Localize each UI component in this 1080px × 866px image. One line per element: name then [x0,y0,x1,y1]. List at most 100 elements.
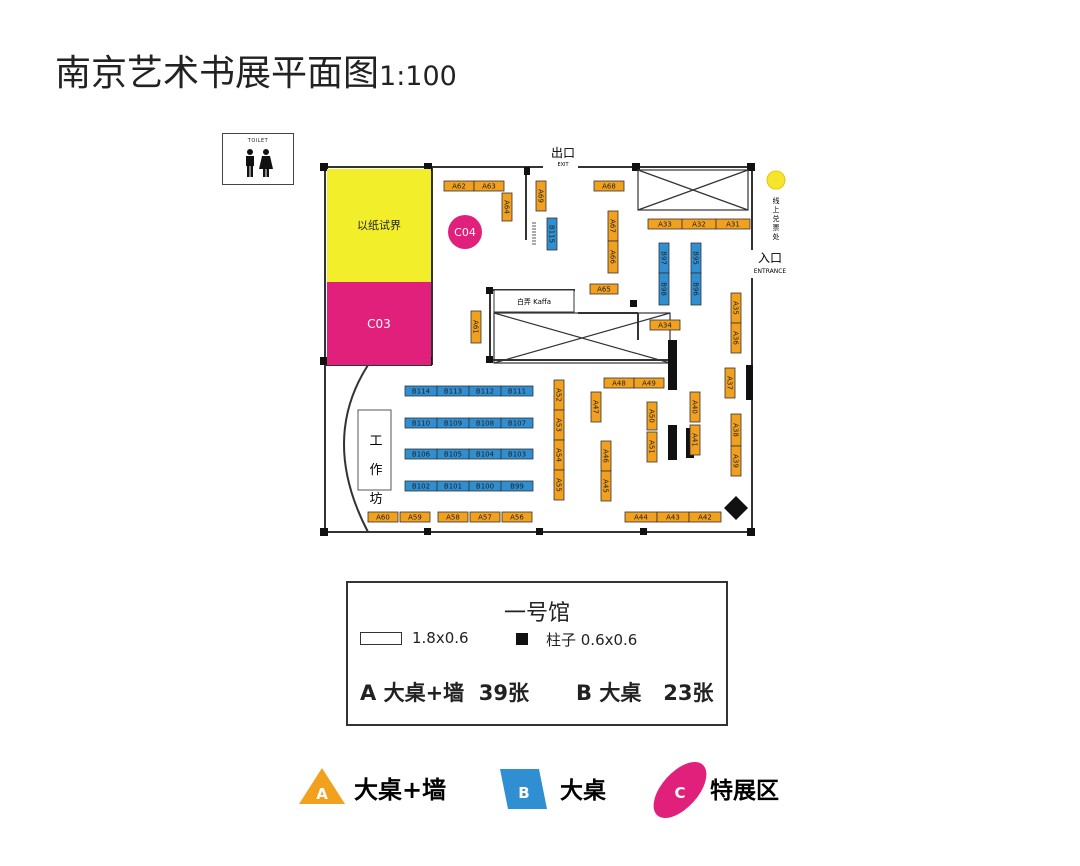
booth-A64[interactable]: A64 [501,192,513,222]
booth-B115[interactable]: B115 [546,217,558,251]
entrance-en-label: ENTRANCE [754,268,787,275]
booth-B102[interactable]: B102 [404,480,438,492]
booth-label: A38 [732,423,740,437]
cafe-label: 白弄 Kaffa [517,297,551,306]
booth-B95[interactable]: B95 [690,242,702,274]
booth-A46[interactable]: A46 [600,440,612,472]
booth-A32[interactable]: A32 [681,218,717,230]
booth-A59[interactable]: A59 [399,511,431,523]
booth-B100[interactable]: B100 [468,480,502,492]
booth-A48[interactable]: A48 [603,377,635,389]
booth-A61[interactable]: A61 [470,310,482,344]
booth-label: B104 [476,451,495,459]
booth-B110[interactable]: B110 [404,417,438,429]
booth-B101[interactable]: B101 [436,480,470,492]
restroom-icon [246,149,273,177]
booth-A57[interactable]: A57 [469,511,501,523]
booth-A60[interactable]: A60 [367,511,399,523]
booth-A35[interactable]: A35 [730,292,742,324]
booth-A38[interactable]: A38 [730,413,742,447]
title-text: 南京艺术书展平面图 [55,53,380,94]
booth-label: A49 [642,380,656,388]
booth-B114[interactable]: B114 [404,385,438,397]
zone-c03-label: C03 [367,317,391,331]
booth-B96[interactable]: B96 [690,272,702,306]
booth-label: A61 [472,320,480,334]
booth-B109[interactable]: B109 [436,417,470,429]
booth-B112[interactable]: B112 [468,385,502,397]
booth-A63[interactable]: A63 [473,180,505,192]
zone-yizhi [327,169,431,282]
booth-A45[interactable]: A45 [600,470,612,502]
booth-B103[interactable]: B103 [500,448,534,460]
booth-A67[interactable]: A67 [607,210,619,242]
booth-A68[interactable]: A68 [593,180,625,192]
booth-A50[interactable]: A50 [646,401,658,431]
booth-label: B111 [508,388,526,396]
booth-B98[interactable]: B98 [658,272,670,306]
booth-B104[interactable]: B104 [468,448,502,460]
booth-label: A66 [609,250,617,264]
booth-label: B113 [444,388,462,396]
ticket-sun-icon [766,170,786,190]
booth-label: B103 [508,451,526,459]
booth-A62[interactable]: A62 [443,180,475,192]
pillar-swatch [516,633,528,645]
booth-A66[interactable]: A66 [607,240,619,274]
booth-A34[interactable]: A34 [649,319,681,331]
booth-A52[interactable]: A52 [553,379,565,411]
booth-B108[interactable]: B108 [468,417,502,429]
booth-A44[interactable]: A44 [624,511,658,523]
booth-B113[interactable]: B113 [436,385,470,397]
toilet-label: TOILET [247,138,269,144]
booth-A55[interactable]: A55 [553,469,565,501]
booth-A65[interactable]: A65 [589,283,619,295]
booth-label: A55 [555,478,563,492]
booth-A53[interactable]: A53 [553,409,565,441]
booth-B105[interactable]: B105 [436,448,470,460]
legend-pillar-dim: 柱子 0.6x0.6 [546,631,638,649]
booth-A42[interactable]: A42 [688,511,722,523]
booth-label: B112 [476,388,494,396]
booth-label: A62 [452,183,466,191]
booth-A43[interactable]: A43 [656,511,690,523]
legend-b-summary: B 大桌 23张 [576,681,714,705]
booth-label: A34 [658,322,672,330]
booth-label: B95 [692,251,700,265]
booth-label: A50 [648,409,656,423]
booth-A36[interactable]: A36 [730,322,742,354]
booth-label: B97 [660,251,668,265]
booth-A37[interactable]: A37 [724,367,736,399]
booth-A69[interactable]: A69 [535,180,547,212]
booth-B106[interactable]: B106 [404,448,438,460]
exit-label: 出口 [551,146,575,160]
booth-A58[interactable]: A58 [437,511,469,523]
table-swatch [360,632,402,645]
booth-A49[interactable]: A49 [633,377,665,389]
toilet-sign: TOILET [222,133,294,185]
booth-A33[interactable]: A33 [647,218,683,230]
booth-B97[interactable]: B97 [658,242,670,274]
booth-A40[interactable]: A40 [689,391,701,423]
booth-label: B115 [548,225,556,243]
booth-A31[interactable]: A31 [715,218,751,230]
booth-A54[interactable]: A54 [553,439,565,471]
booth-B107[interactable]: B107 [500,417,534,429]
booth-label: A39 [732,454,740,468]
booth-label: A40 [691,400,699,414]
booth-A47[interactable]: A47 [590,391,602,423]
booth-B99[interactable]: B99 [500,480,534,492]
booth-label: A33 [658,221,672,229]
booth-label: B100 [476,483,494,491]
booth-label: B96 [692,282,700,296]
booth-B111[interactable]: B111 [500,385,534,397]
booth-A56[interactable]: A56 [501,511,533,523]
booth-label: B107 [508,420,526,428]
booth-A51[interactable]: A51 [646,431,658,463]
page-title: 南京艺术书展平面图1:100 [55,44,457,96]
booth-A39[interactable]: A39 [730,445,742,477]
booth-A41[interactable]: A41 [689,424,701,456]
booth-label: A69 [537,189,545,203]
workshop [357,409,392,491]
